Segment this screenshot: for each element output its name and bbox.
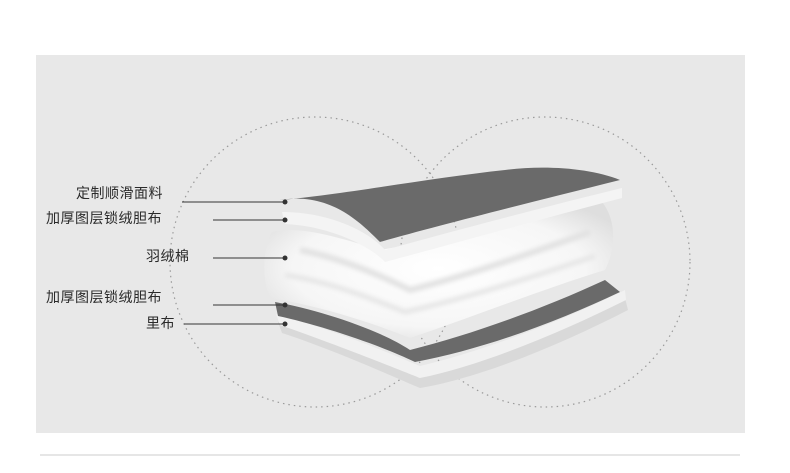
leader-dot-2 <box>282 217 288 223</box>
bottom-divider <box>40 454 740 456</box>
top-down-proof-layer <box>282 188 622 262</box>
label-top-down-proof-fabric: 加厚图层锁绒胆布 <box>46 211 162 227</box>
lining-layer <box>278 298 628 388</box>
shell-fabric-layer <box>280 167 620 242</box>
label-lining: 里布 <box>146 316 175 332</box>
leader-dot-4 <box>282 302 288 308</box>
bottom-down-proof-layer-light <box>276 290 626 378</box>
label-bottom-down-proof-fabric: 加厚图层锁绒胆布 <box>46 290 162 306</box>
label-shell-fabric: 定制顺滑面料 <box>76 186 163 202</box>
bottom-down-proof-layer <box>275 280 620 362</box>
leader-dot-5 <box>282 321 288 327</box>
leader-dot-1 <box>282 199 288 205</box>
leader-dot-3 <box>282 255 288 261</box>
label-down-filling: 羽绒棉 <box>146 249 190 265</box>
down-filling-layer <box>264 200 614 338</box>
dotted-circle-right <box>399 116 691 408</box>
leader-lines <box>182 201 285 325</box>
